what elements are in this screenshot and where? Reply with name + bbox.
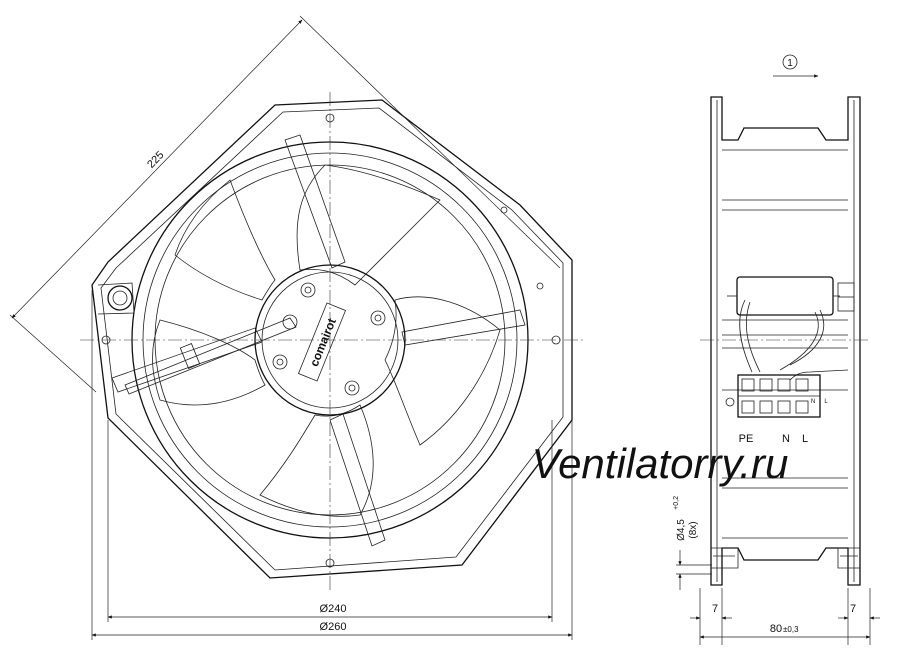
terminal-l-small: L bbox=[824, 399, 828, 405]
dimension-depth-main: 80 bbox=[770, 623, 782, 635]
terminal-n-small: N bbox=[811, 399, 815, 405]
housing-inner-outline bbox=[100, 107, 564, 571]
terminal-block: N L bbox=[725, 374, 828, 418]
brand-logo-text: comairot bbox=[307, 316, 339, 368]
dimension-line-225 bbox=[11, 19, 303, 319]
terminal-l-label: L bbox=[802, 433, 808, 445]
brand-label: comairot bbox=[297, 302, 347, 382]
dimension-depth-tolerance: ±0,3 bbox=[783, 625, 799, 634]
dimension-d260: Ø260 bbox=[320, 621, 347, 633]
terminal-n-label: N bbox=[782, 433, 790, 445]
wiring bbox=[739, 299, 849, 381]
blade-top bbox=[296, 164, 441, 286]
airflow-direction: 1 bbox=[773, 54, 819, 78]
watermark: Ventilatorry.ru bbox=[532, 440, 789, 487]
side-view: N L PE N L 1 Ø4,5 +0,2 (8x) bbox=[673, 54, 880, 645]
cable-clamp bbox=[179, 343, 201, 369]
hub-screws bbox=[272, 282, 386, 396]
cable-channel bbox=[124, 317, 297, 395]
dimension-d240: Ø240 bbox=[320, 603, 347, 615]
blade-left-lower bbox=[152, 319, 266, 406]
terminal-pe-label: PE bbox=[739, 433, 754, 445]
side-frame-outline bbox=[710, 96, 861, 586]
dimension-225: 225 bbox=[145, 149, 166, 171]
dimension-hole-tolerance: +0,2 bbox=[673, 496, 680, 510]
housing-outline bbox=[91, 99, 573, 579]
front-view: comairot 225 bbox=[9, 15, 585, 640]
airflow-number: 1 bbox=[787, 58, 793, 69]
capacitor bbox=[736, 276, 834, 316]
dimension-hole-count: (8x) bbox=[688, 521, 699, 538]
blade-left-upper bbox=[174, 179, 276, 301]
dimension-side-left: 7 bbox=[712, 603, 718, 615]
dimension-hole-main: Ø4,5 bbox=[676, 519, 687, 541]
dimension-side-right: 7 bbox=[850, 603, 856, 615]
blade-right bbox=[384, 296, 501, 446]
blade-bottom bbox=[259, 404, 374, 517]
hole-dimension-label: Ø4,5 +0,2 (8x) bbox=[673, 496, 699, 541]
